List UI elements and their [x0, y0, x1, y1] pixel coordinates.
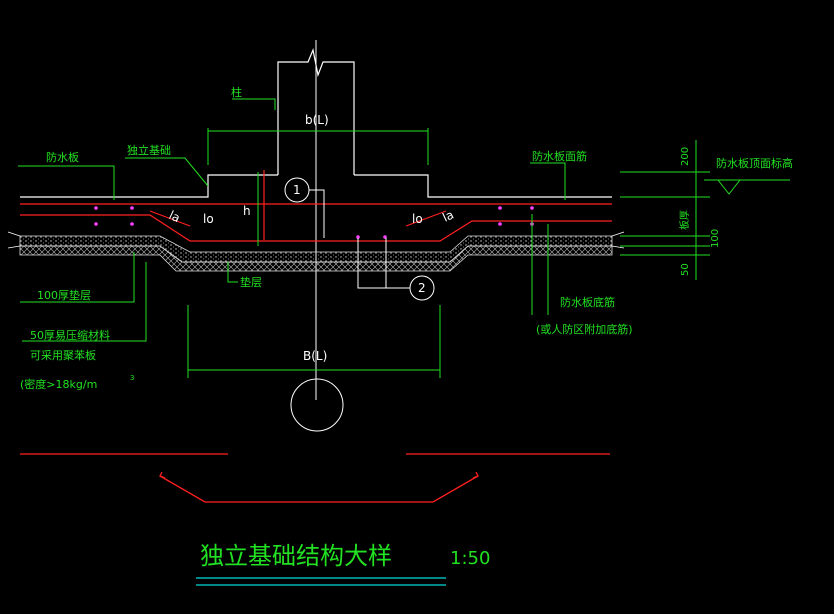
drawing-title: 独立基础结构大样: [200, 542, 392, 570]
column-outline: [277, 47, 355, 175]
label-cushion: 垫层: [240, 275, 262, 289]
marker-2-label: 2: [418, 281, 426, 295]
label-bottom-rebar-note: (或人防区附加底筋): [536, 322, 633, 336]
label-density-sup: 3: [130, 374, 134, 382]
label-la-right: la: [440, 208, 456, 225]
label-cushion-100: 100厚垫层: [37, 288, 91, 302]
rebar-dots: [94, 206, 534, 239]
label-B-dim: B(L): [303, 349, 327, 363]
label-compressible-50: 50厚易压缩材料: [30, 328, 110, 342]
marker-1-label: 1: [293, 183, 301, 197]
label-dim-100: 100: [710, 229, 721, 248]
label-column: 柱: [231, 85, 242, 99]
cushion-layer: [7, 231, 625, 272]
label-density: (密度>18kg/m: [20, 377, 97, 391]
drawing-scale: 1:50: [450, 548, 490, 569]
label-waterproof-board: 防水板: [46, 150, 79, 164]
label-board-top-elev: 防水板顶面标高: [716, 156, 793, 170]
label-h-dim: h: [243, 204, 251, 218]
label-lo-left: lo: [203, 212, 214, 226]
title-underline: [196, 577, 446, 586]
label-dim-200: 200: [680, 147, 691, 166]
label-isolated-footing: 独立基础: [127, 143, 171, 157]
label-polystyrene: 可采用聚苯板: [30, 348, 96, 362]
label-b-dim: b(L): [305, 113, 329, 127]
section-cut: [20, 453, 610, 503]
label-lo-right: lo: [412, 212, 423, 226]
leader-lines: [18, 98, 566, 342]
label-dim-50: 50: [680, 263, 691, 276]
label-top-rebar: 防水板面筋: [532, 149, 587, 163]
label-board-thickness: 板厚: [678, 210, 691, 230]
dimension-lines: [187, 128, 790, 378]
markers: [284, 177, 435, 432]
rebar-lines: [20, 170, 612, 242]
label-bottom-rebar: 防水板底筋: [560, 295, 615, 309]
